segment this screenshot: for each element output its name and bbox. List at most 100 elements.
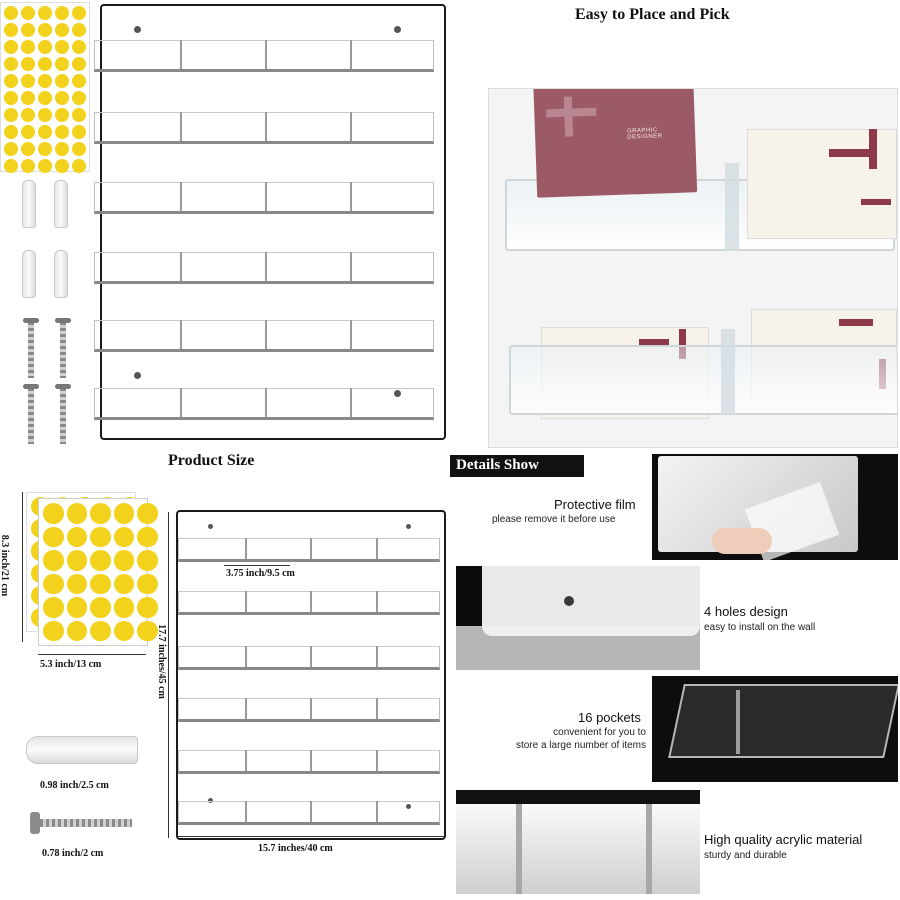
sticker-dot	[38, 23, 52, 37]
dimension-panel-height: 17.7 inches/45 cm	[155, 624, 167, 699]
pocket-divider	[265, 112, 267, 141]
pocket-divider	[310, 801, 312, 822]
acrylic-shelf	[94, 388, 434, 420]
sticker-dot	[38, 57, 52, 71]
sticker-dot	[55, 40, 69, 54]
pocket-divider	[180, 112, 182, 141]
acrylic-shelf	[178, 698, 440, 722]
shelf-lip	[95, 252, 433, 260]
card-print	[639, 339, 669, 346]
pocket-divider	[265, 388, 267, 417]
pocket-divider	[244, 750, 247, 771]
detail-title-pockets: 16 pockets	[578, 710, 641, 725]
sticker-dot	[4, 108, 18, 122]
pocket-divider	[375, 538, 378, 559]
shelf-lip	[95, 112, 433, 120]
shelf-lip	[95, 388, 433, 396]
sticker-dot	[38, 125, 52, 139]
pocket-divider	[350, 252, 352, 281]
sticker-dot	[38, 142, 52, 156]
acrylic-pocket	[456, 626, 700, 670]
pocket-divider	[265, 40, 267, 69]
dimension-pocket-width: 3.75 inch/9.5 cm	[226, 568, 295, 579]
mounting-hole	[208, 524, 213, 529]
shelf-lip	[179, 750, 439, 758]
sticker-dot	[137, 503, 158, 524]
pocket-divider	[180, 182, 182, 211]
shelf-lip	[179, 646, 439, 654]
sticker-dot	[21, 57, 35, 71]
pocket-divider	[516, 804, 522, 894]
sticker-dot	[113, 550, 134, 571]
sticker-dot	[55, 159, 69, 173]
sticker-dot	[4, 57, 18, 71]
card-holder-panel-top	[100, 4, 446, 440]
pocket-divider	[375, 591, 378, 612]
sticker-dot	[21, 74, 35, 88]
card-print	[839, 319, 873, 326]
sticker-dot	[113, 597, 134, 618]
sticker-dot	[137, 620, 158, 641]
sticker-dot	[137, 526, 158, 547]
sticker-dot	[55, 23, 69, 37]
wall-anchor	[54, 250, 68, 298]
sticker-dot	[21, 125, 35, 139]
mounting-hole	[406, 524, 411, 529]
mounting-hole	[564, 596, 574, 606]
sticker-dot	[55, 6, 69, 20]
sticker-dot	[72, 142, 86, 156]
dimension-screw: 0.78 inch/2 cm	[42, 848, 104, 859]
sticker-dot	[21, 91, 35, 105]
sticker-dot	[137, 550, 158, 571]
detail-title-material: High quality acrylic material	[704, 832, 863, 847]
dimension-line	[168, 512, 169, 838]
card-print	[829, 149, 869, 157]
sticker-dot	[113, 503, 134, 524]
sticker-dot	[55, 74, 69, 88]
acrylic-pocket	[668, 684, 898, 758]
sticker-sheet-top	[0, 2, 90, 173]
detail-photo-material	[456, 790, 700, 894]
pocket-divider	[375, 801, 378, 822]
pocket-divider	[725, 163, 739, 251]
detail-photo-film	[652, 454, 898, 560]
sticker-dot	[21, 108, 35, 122]
detail-photo-holes	[456, 566, 700, 670]
sticker-dot	[72, 57, 86, 71]
sticker-dot	[90, 526, 111, 547]
pocket-divider	[375, 646, 378, 667]
sticker-dot	[55, 108, 69, 122]
pocket-divider	[350, 182, 352, 211]
sticker-dot	[72, 125, 86, 139]
sticker-dot	[43, 573, 64, 594]
pocket-divider	[350, 40, 352, 69]
pocket-divider	[244, 801, 247, 822]
dimension-panel-width: 15.7 inches/40 cm	[258, 843, 333, 854]
screw	[40, 819, 132, 827]
shelf-lip	[179, 801, 439, 809]
sticker-dot	[4, 125, 18, 139]
sticker-dot	[113, 526, 134, 547]
sticker-dot	[38, 40, 52, 54]
pocket-divider	[265, 320, 267, 349]
sticker-sheet-front	[38, 498, 158, 646]
mounting-hole	[394, 390, 401, 397]
sticker-dot	[55, 125, 69, 139]
sticker-dot	[21, 6, 35, 20]
sticker-dot	[66, 550, 87, 571]
detail-subtitle-film: please remove it before use	[492, 514, 616, 525]
sticker-dot	[137, 573, 158, 594]
sticker-dot	[4, 23, 18, 37]
finger	[712, 528, 772, 554]
sticker-dot	[4, 6, 18, 20]
card-print	[679, 329, 686, 359]
detail-subtitle-holes: easy to install on the wall	[704, 622, 816, 633]
sticker-dot	[21, 142, 35, 156]
pocket-divider	[180, 320, 182, 349]
card-print	[861, 199, 891, 205]
sticker-dot	[72, 6, 86, 20]
pocket-divider	[310, 591, 312, 612]
detail-title-film: Protective film	[554, 497, 636, 512]
sticker-dot	[4, 159, 18, 173]
dimension-line	[38, 654, 146, 655]
